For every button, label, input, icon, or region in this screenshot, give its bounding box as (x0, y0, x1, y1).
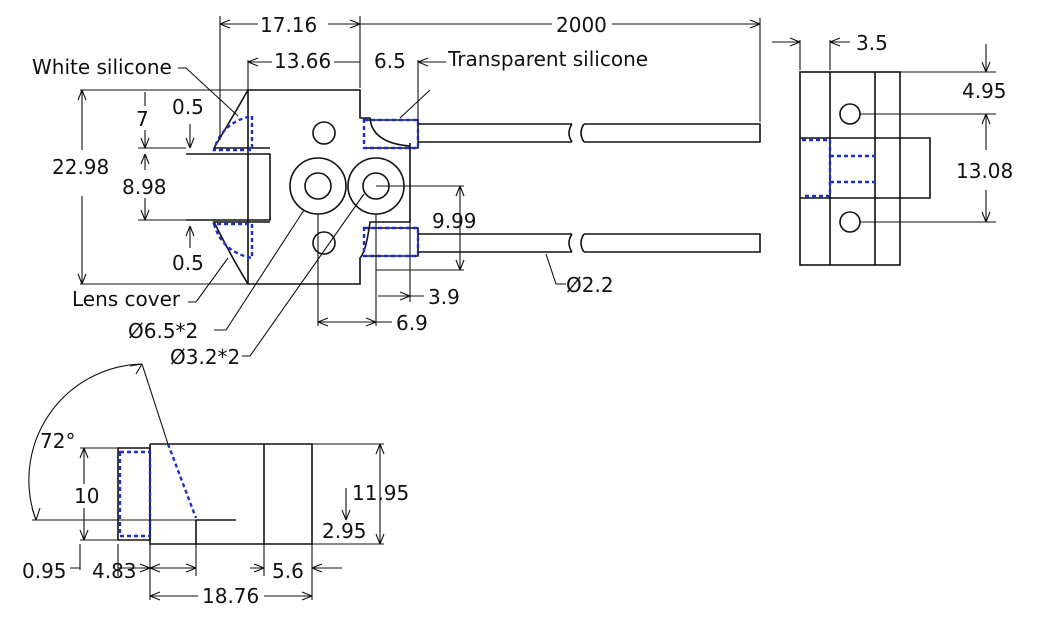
dim-0-5-top: 0.5 (172, 95, 204, 119)
fiber-cable-top (418, 123, 761, 143)
small-hole-bottom (312, 231, 336, 255)
front-dimensions: 17.16 2000 13.66 6.5 22.98 7 0.5 8.98 0.… (52, 12, 761, 369)
dim-2-95: 2.95 (322, 519, 367, 543)
dim-6-9: 6.9 (396, 311, 428, 335)
label-lens-cover: Lens cover (72, 287, 181, 311)
front-view (186, 89, 761, 285)
dim-11-95: 11.95 (352, 481, 409, 505)
lens-window (186, 153, 271, 221)
top-view (117, 443, 313, 545)
front-body-outline (247, 89, 411, 285)
side-hole-top (839, 103, 861, 125)
side-view (799, 71, 931, 266)
dim-4-83: 4.83 (92, 559, 137, 583)
lens-cover-bottom (212, 221, 270, 285)
side-silicone (802, 138, 875, 198)
top-angle-face (166, 443, 198, 519)
label-white-silicone: White silicone (32, 55, 172, 79)
transparent-silicone-top (362, 118, 420, 150)
transparent-silicone-bottom (362, 226, 420, 258)
front-labels: White silicone Transparent silicone Lens… (32, 47, 648, 311)
side-inner-divider (829, 72, 876, 265)
dim-3-9: 3.9 (428, 285, 460, 309)
dim-13-08: 13.08 (956, 159, 1013, 183)
label-transparent-silicone: Transparent silicone (447, 47, 648, 71)
dim-10: 10 (74, 484, 99, 508)
side-fiber-block (800, 137, 931, 199)
fiber-cable-bottom (418, 233, 761, 253)
top-dimensions: 72° 10 11.95 2.95 0.95 4.83 5.6 18.76 (22, 363, 409, 608)
dim-22-98: 22.98 (52, 155, 109, 179)
dim-0-95: 0.95 (22, 559, 67, 583)
side-hole-bottom (839, 211, 861, 233)
lens-outer-left (289, 157, 347, 215)
dim-13-66: 13.66 (274, 49, 331, 73)
white-silicone-top (212, 114, 254, 152)
dim-18-76: 18.76 (202, 584, 259, 608)
dim-dia-6-5: Ø6.5*2 (128, 319, 198, 343)
lens-inner-left (304, 172, 332, 200)
dim-8-98: 8.98 (122, 175, 167, 199)
white-silicone-bottom (212, 222, 254, 260)
top-lens-block (117, 447, 151, 541)
side-body-outline (799, 71, 901, 266)
dim-0-5-bottom: 0.5 (172, 251, 204, 275)
top-silicone (118, 450, 152, 538)
dim-2000: 2000 (556, 13, 607, 37)
side-dimensions: 3.5 4.95 13.08 (772, 31, 1013, 223)
small-hole-top (312, 121, 336, 145)
dim-7: 7 (136, 107, 149, 131)
dim-9-99: 9.99 (432, 209, 477, 233)
dim-dia-3-2: Ø3.2*2 (170, 345, 240, 369)
dim-5-6: 5.6 (272, 559, 304, 583)
dim-72: 72° (40, 429, 75, 453)
dim-4-95: 4.95 (962, 79, 1007, 103)
dim-dia-2-2: Ø2.2 (566, 273, 614, 297)
dim-6-5: 6.5 (374, 49, 406, 73)
dim-3-5: 3.5 (856, 31, 888, 55)
dim-17-16: 17.16 (260, 13, 317, 37)
